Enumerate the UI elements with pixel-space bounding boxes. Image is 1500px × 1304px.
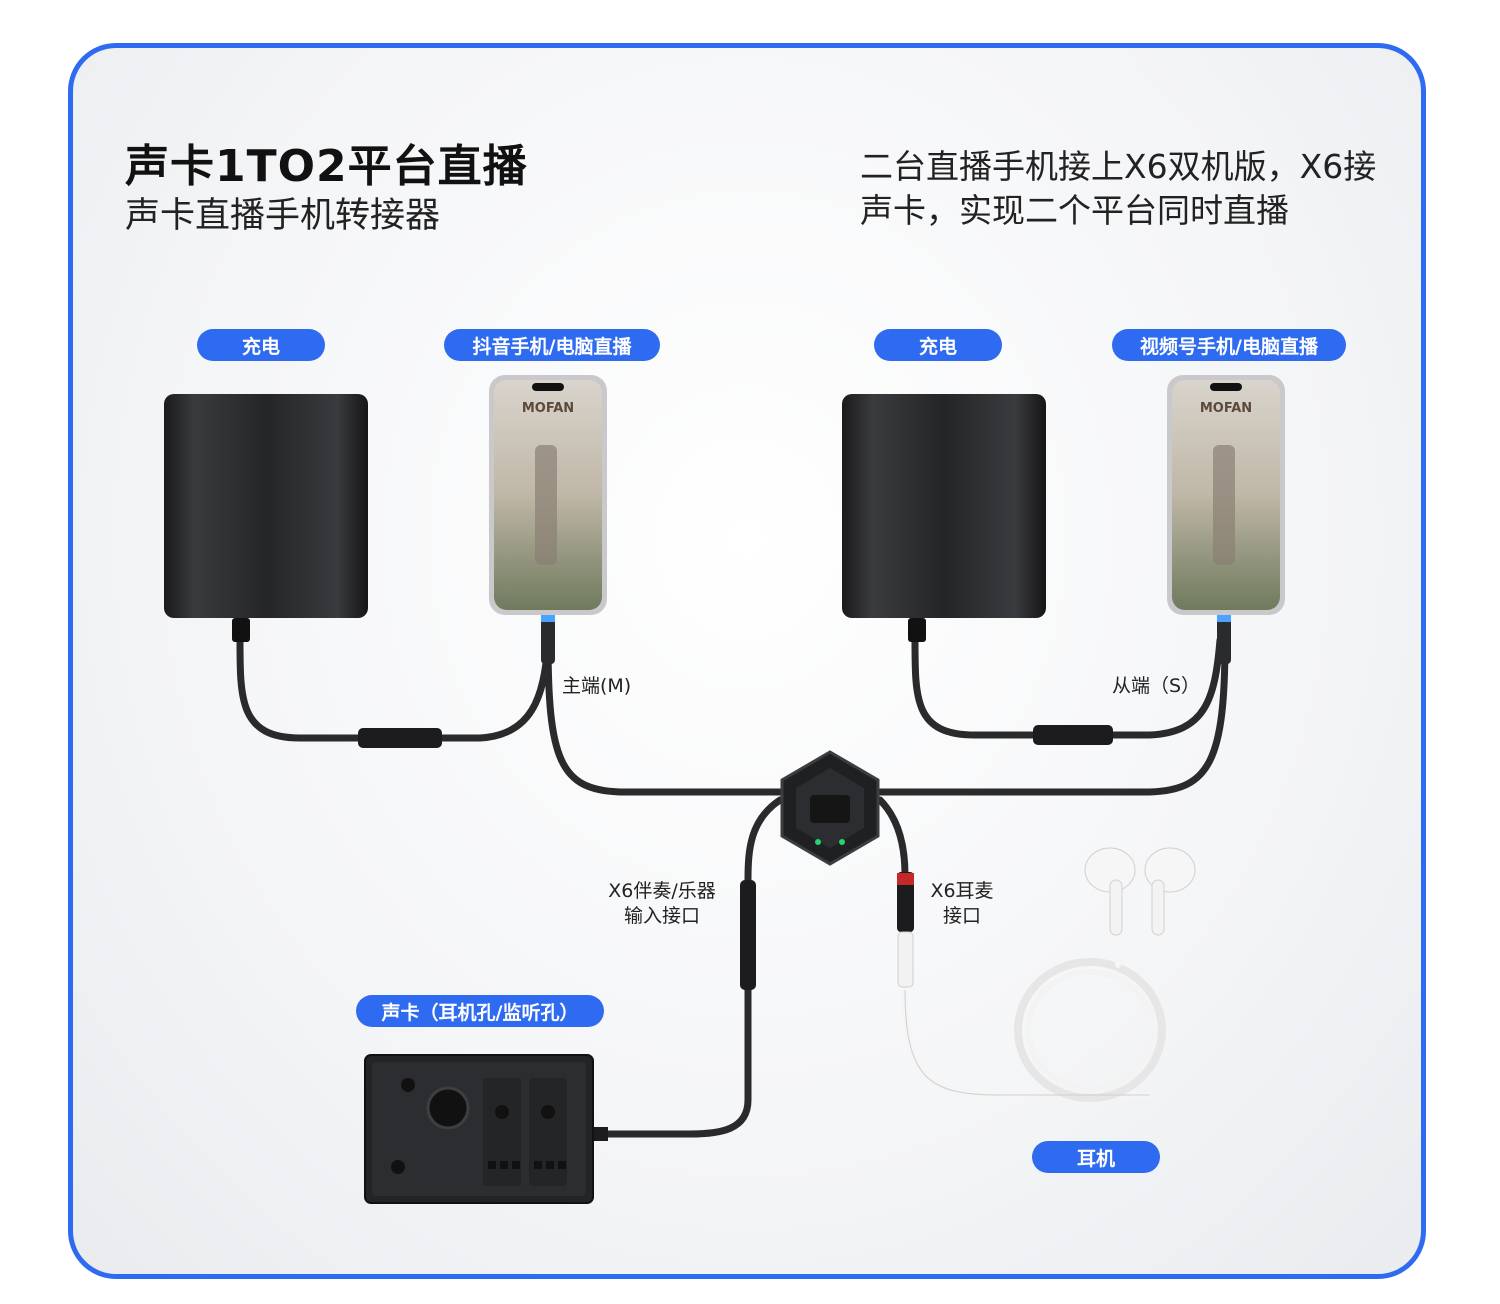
left-phone-brand: MOFAN (522, 401, 574, 416)
right-phone-brand: MOFAN (1200, 401, 1252, 416)
